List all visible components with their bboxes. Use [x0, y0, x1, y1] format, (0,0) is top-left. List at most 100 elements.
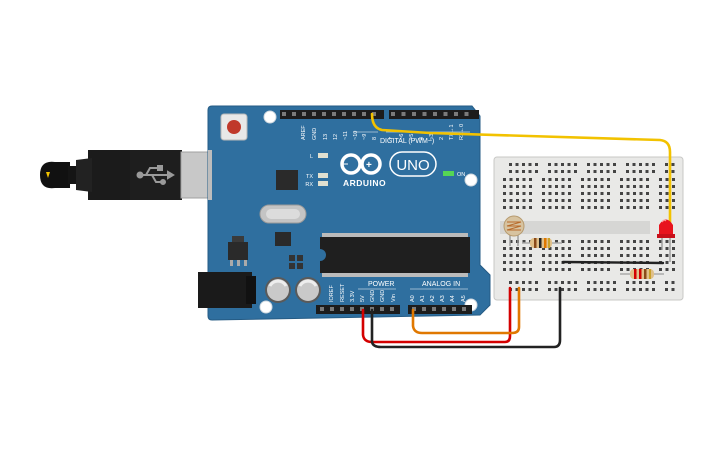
breadboard-hole[interactable]: [594, 240, 597, 243]
breadboard-hole[interactable]: [503, 192, 506, 195]
breadboard-hole[interactable]: [607, 192, 610, 195]
breadboard-hole[interactable]: [515, 170, 519, 173]
breadboard-hole[interactable]: [600, 199, 604, 202]
breadboard-hole[interactable]: [639, 247, 643, 250]
breadboard-hole[interactable]: [509, 163, 512, 166]
breadboard-hole[interactable]: [665, 254, 669, 257]
breadboard-hole[interactable]: [522, 199, 526, 202]
breadboard-hole[interactable]: [509, 254, 513, 257]
breadboard-hole[interactable]: [659, 254, 662, 257]
breadboard-hole[interactable]: [639, 185, 643, 188]
breadboard-hole[interactable]: [587, 199, 591, 202]
breadboard-hole[interactable]: [516, 261, 519, 264]
breadboard-hole[interactable]: [567, 163, 571, 166]
breadboard-hole[interactable]: [665, 247, 669, 250]
breadboard-hole[interactable]: [633, 206, 636, 209]
breadboard-hole[interactable]: [672, 268, 675, 271]
breadboard-hole[interactable]: [535, 163, 538, 166]
breadboard-hole[interactable]: [548, 170, 551, 173]
breadboard-hole[interactable]: [548, 261, 552, 264]
breadboard-hole[interactable]: [587, 170, 590, 173]
breadboard-hole[interactable]: [632, 170, 636, 173]
breadboard-hole[interactable]: [600, 170, 603, 173]
breadboard-hole[interactable]: [581, 240, 584, 243]
breadboard-hole[interactable]: [587, 254, 591, 257]
breadboard-hole[interactable]: [659, 178, 662, 181]
breadboard-hole[interactable]: [646, 254, 649, 257]
breadboard-hole[interactable]: [620, 254, 623, 257]
breadboard-hole[interactable]: [568, 185, 571, 188]
breadboard-hole[interactable]: [522, 192, 526, 195]
breadboard-hole[interactable]: [509, 185, 513, 188]
breadboard-hole[interactable]: [555, 192, 558, 195]
usb-cable[interactable]: [40, 150, 210, 200]
breadboard-hole[interactable]: [522, 170, 525, 173]
breadboard-hole[interactable]: [581, 199, 584, 202]
breadboard-hole[interactable]: [645, 281, 649, 284]
breadboard-hole[interactable]: [522, 281, 525, 284]
breadboard-hole[interactable]: [555, 247, 558, 250]
breadboard-hole[interactable]: [594, 268, 597, 271]
breadboard-hole[interactable]: [568, 192, 571, 195]
breadboard-hole[interactable]: [626, 240, 630, 243]
breadboard-hole[interactable]: [594, 206, 597, 209]
orange-wire[interactable]: [411, 286, 521, 335]
breadboard-hole[interactable]: [542, 247, 545, 250]
breadboard-hole[interactable]: [659, 268, 662, 271]
breadboard-hole[interactable]: [529, 261, 532, 264]
breadboard-hole[interactable]: [620, 206, 623, 209]
breadboard-hole[interactable]: [659, 192, 662, 195]
breadboard-hole[interactable]: [581, 185, 584, 188]
breadboard-hole[interactable]: [529, 268, 532, 271]
resistor-2[interactable]: [620, 269, 664, 279]
breadboard-hole[interactable]: [561, 247, 565, 250]
breadboard-hole[interactable]: [646, 240, 649, 243]
breadboard-hole[interactable]: [509, 192, 513, 195]
breadboard-hole[interactable]: [548, 199, 552, 202]
breadboard-hole[interactable]: [516, 199, 519, 202]
breadboard-hole[interactable]: [561, 163, 564, 166]
breadboard-hole[interactable]: [646, 199, 649, 202]
breadboard-hole[interactable]: [626, 199, 630, 202]
breadboard-hole[interactable]: [574, 163, 577, 166]
breadboard-hole[interactable]: [639, 281, 642, 284]
breadboard-hole[interactable]: [665, 192, 669, 195]
breadboard-hole[interactable]: [568, 268, 571, 271]
breadboard-hole[interactable]: [587, 192, 591, 195]
breadboard-hole[interactable]: [639, 240, 643, 243]
breadboard-hole[interactable]: [587, 185, 591, 188]
breadboard-hole[interactable]: [548, 163, 551, 166]
breadboard-hole[interactable]: [665, 185, 669, 188]
breadboard-hole[interactable]: [542, 178, 545, 181]
breadboard-hole[interactable]: [554, 170, 558, 173]
breadboard-hole[interactable]: [633, 178, 636, 181]
breadboard-hole[interactable]: [593, 288, 597, 291]
breadboard-hole[interactable]: [548, 247, 552, 250]
breadboard-hole[interactable]: [672, 254, 675, 257]
breadboard-hole[interactable]: [626, 254, 630, 257]
breadboard-hole[interactable]: [665, 178, 669, 181]
breadboard-hole[interactable]: [529, 199, 532, 202]
breadboard-hole[interactable]: [620, 247, 623, 250]
breadboard-hole[interactable]: [561, 192, 565, 195]
breadboard-hole[interactable]: [535, 288, 538, 291]
breadboard-hole[interactable]: [509, 268, 513, 271]
breadboard-hole[interactable]: [548, 288, 551, 291]
breadboard-hole[interactable]: [606, 170, 610, 173]
red-wire[interactable]: [361, 286, 512, 344]
breadboard-hole[interactable]: [568, 206, 571, 209]
breadboard-hole[interactable]: [606, 281, 610, 284]
breadboard-hole[interactable]: [600, 268, 604, 271]
breadboard-hole[interactable]: [515, 281, 519, 284]
breadboard-hole[interactable]: [626, 170, 629, 173]
breadboard-hole[interactable]: [632, 281, 636, 284]
breadboard-hole[interactable]: [607, 240, 610, 243]
breadboard-hole[interactable]: [528, 170, 532, 173]
breadboard-hole[interactable]: [607, 185, 610, 188]
breadboard-hole[interactable]: [672, 192, 675, 195]
breadboard-hole[interactable]: [554, 163, 558, 166]
breadboard-hole[interactable]: [665, 199, 669, 202]
breadboard-hole[interactable]: [600, 192, 604, 195]
breadboard-hole[interactable]: [561, 199, 565, 202]
breadboard-hole[interactable]: [672, 178, 675, 181]
